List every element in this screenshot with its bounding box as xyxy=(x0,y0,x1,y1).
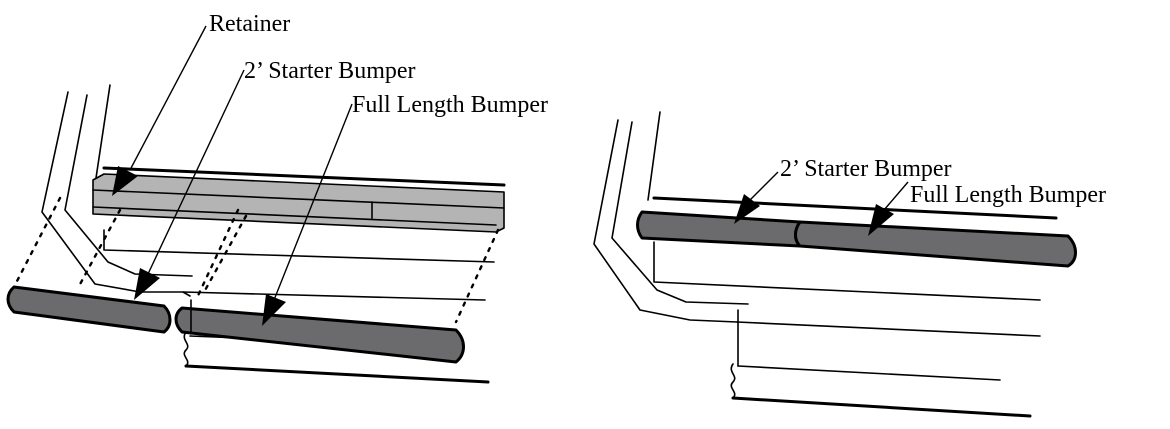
right-platform-bottom xyxy=(731,396,1032,418)
left-starter-arrowhead xyxy=(134,268,160,300)
retainer-label: Retainer xyxy=(209,11,290,37)
right-full-label: Full Length Bumper xyxy=(910,182,1106,208)
alignment-line-3 xyxy=(201,214,248,296)
left-full-leader xyxy=(273,103,353,301)
retainer-line-bottom xyxy=(92,206,497,226)
left-post-break xyxy=(183,331,189,367)
left-starter-label: 2’ Starter Bumper xyxy=(244,58,416,84)
right-dock-front-edge xyxy=(653,241,1041,301)
right-starter-label: 2’ Starter Bumper xyxy=(780,156,952,182)
retainer-line-top xyxy=(92,189,505,209)
right-dock-wall-outer xyxy=(593,119,738,323)
right-platform-top xyxy=(737,365,1001,381)
left-starter-leader xyxy=(147,69,245,275)
right-dock-wall-inner xyxy=(611,121,749,305)
left-full-bumper xyxy=(174,306,465,364)
alignment-line-2 xyxy=(76,208,122,290)
alignment-line-5 xyxy=(454,228,500,324)
left-dock-wall-back xyxy=(95,84,111,179)
right-dock-wall-back xyxy=(647,111,661,201)
leaders xyxy=(112,25,909,326)
retainer-arrowhead xyxy=(112,166,138,196)
retainer-leader xyxy=(129,25,207,171)
right-starter-bumper xyxy=(636,210,802,248)
left-dock-wall-inner xyxy=(64,94,193,277)
right-dock-lower-edge xyxy=(736,321,1041,337)
retainer-bar xyxy=(92,173,505,233)
right-starter-arrowhead xyxy=(734,194,760,224)
right-dock-top-edge xyxy=(652,196,1058,220)
left-platform-bottom xyxy=(184,364,490,384)
left-dock-top-edge xyxy=(102,166,506,187)
left-dock-front-edge xyxy=(103,229,495,263)
alignment-line-1 xyxy=(13,196,62,287)
left-starter-bumper xyxy=(6,285,172,334)
left-exploded-view xyxy=(6,84,506,384)
right-installed-view xyxy=(593,111,1077,418)
right-starter-leader xyxy=(749,171,779,201)
right-full-arrowhead xyxy=(868,204,894,236)
left-full-label: Full Length Bumper xyxy=(352,92,548,118)
alignment-line-4 xyxy=(194,208,240,302)
right-full-leader xyxy=(883,181,909,211)
left-full-arrowhead xyxy=(262,294,286,326)
left-dock-lower-edge xyxy=(182,291,486,301)
right-post-break xyxy=(730,363,736,399)
right-full-bumper xyxy=(794,220,1077,268)
